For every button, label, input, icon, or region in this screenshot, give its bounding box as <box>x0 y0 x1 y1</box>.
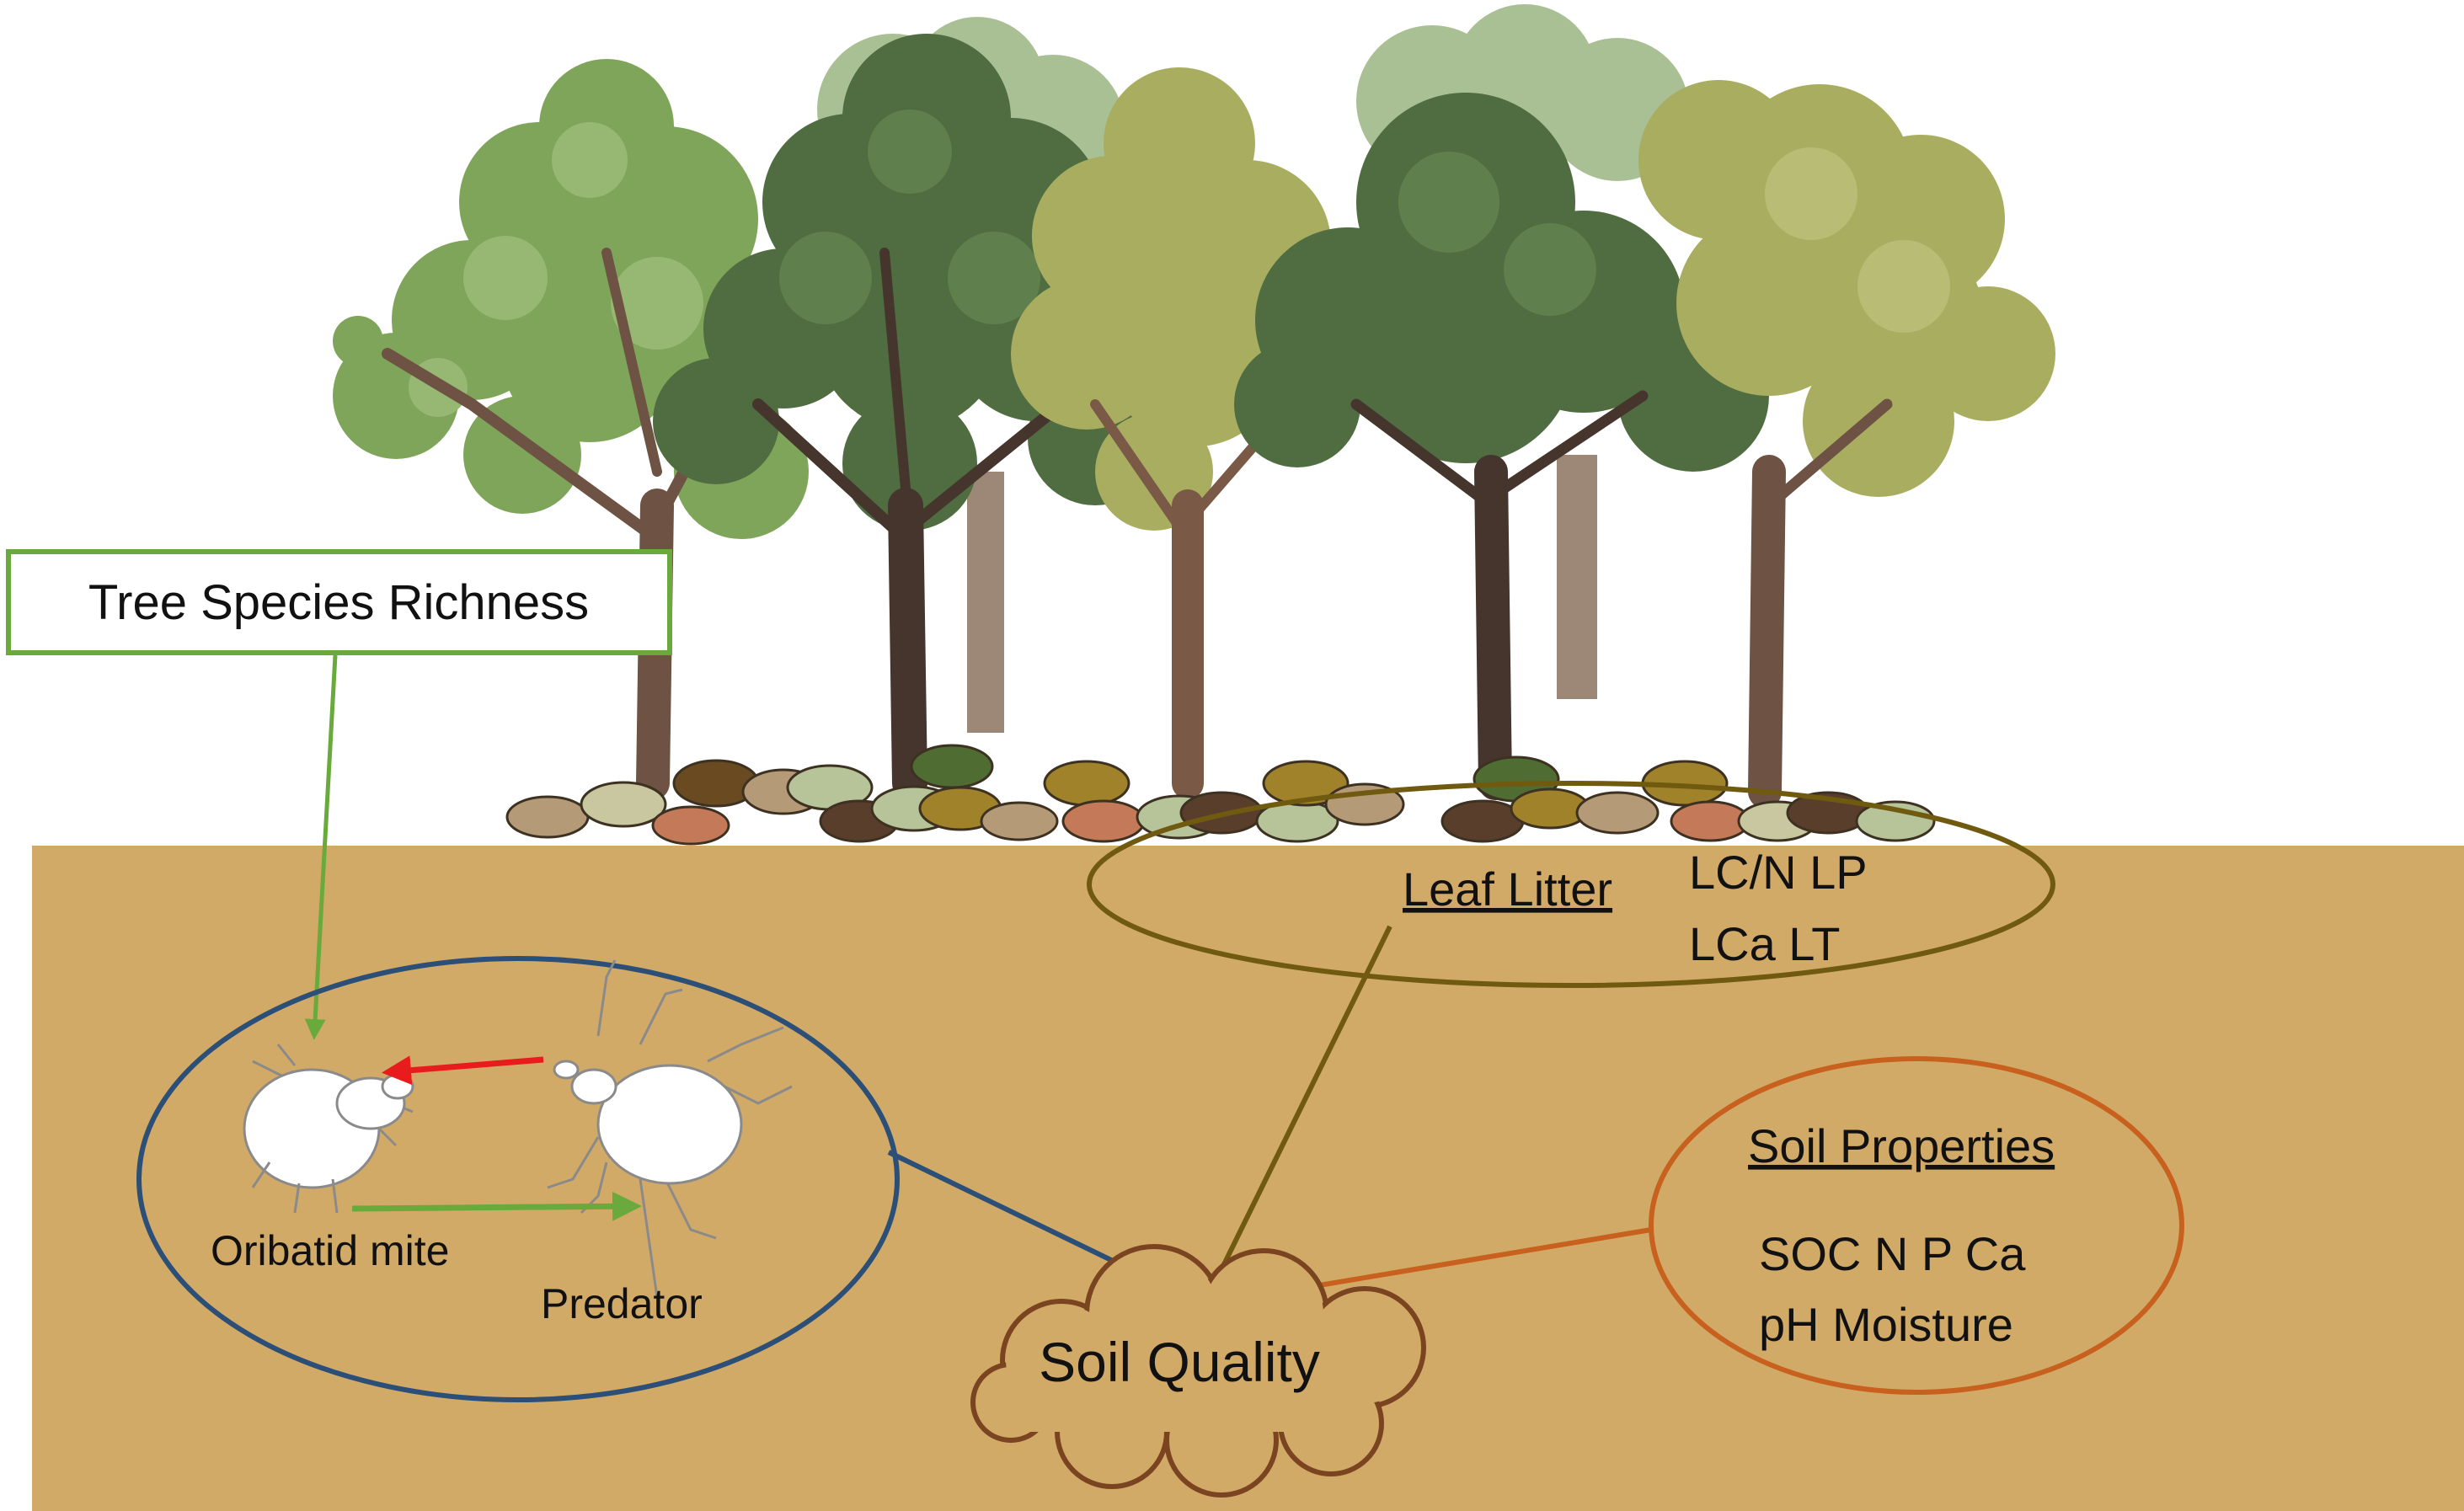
tree-canopy-highlight <box>1398 152 1596 316</box>
arrow-richness-to-fauna <box>304 654 338 1040</box>
prey-to-predator-arrow <box>351 1191 642 1221</box>
leaf-icon <box>1043 760 1130 807</box>
leaf-icon <box>1575 791 1660 835</box>
leaf-icon <box>505 795 590 839</box>
tree-trunk <box>1350 390 1649 800</box>
tree-trunk <box>1557 455 1597 699</box>
forest <box>333 4 2055 809</box>
leaf-litter-traits-2: LCa LT <box>1689 917 1840 970</box>
predation-arrow <box>382 1055 544 1086</box>
leaf-icon <box>580 781 667 828</box>
soil-properties-line-2: pH Moisture <box>1759 1298 2013 1351</box>
soil-properties-title: Soil Properties <box>1748 1119 2055 1172</box>
soil-fauna-ellipse <box>136 956 900 1402</box>
tree-trunk <box>967 472 1004 733</box>
tree-trunk <box>1748 398 1893 809</box>
predator-mite-icon <box>547 959 793 1298</box>
predator-label: Predator <box>541 1280 703 1327</box>
leaf-litter-row <box>505 744 1936 846</box>
oribatid-mite-label: Oribatid mite <box>211 1227 449 1274</box>
leaf-icon <box>651 805 730 846</box>
tree-richness-label: Tree Species Richness <box>88 575 589 630</box>
leaf-icon <box>1061 799 1146 843</box>
tree-canopy-highlight <box>779 109 1040 324</box>
leaf-litter-ellipse <box>1087 781 2055 988</box>
soil-quality-label: Soil Quality <box>1039 1331 1320 1393</box>
leaf-litter-title: Leaf Litter <box>1403 862 1612 916</box>
arrow-litter-to-soil-quality <box>1202 925 1392 1309</box>
leaf-litter-traits-1: LC/N LP <box>1689 846 1868 899</box>
leaf-icon <box>1262 760 1350 807</box>
leaf-icon <box>980 801 1059 841</box>
tree-trunk <box>752 248 1067 801</box>
cloud-fill <box>976 1250 1420 1492</box>
soil-properties-ellipse <box>1649 1056 2184 1395</box>
tree-richness-box <box>6 549 672 655</box>
leaf-icon <box>1670 800 1750 842</box>
leaf-icon <box>910 744 994 789</box>
soil-properties-line-1: SOC N P Ca <box>1759 1227 2026 1280</box>
tree-canopy-highlight <box>1765 147 1950 333</box>
